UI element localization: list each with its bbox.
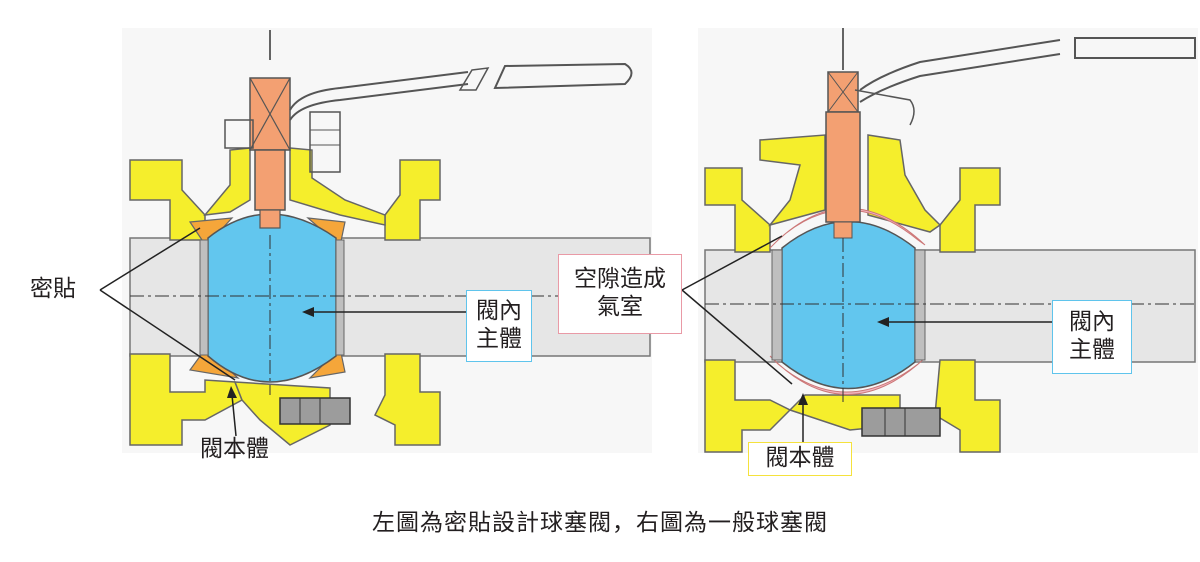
right-ball-seat-ring-right bbox=[914, 249, 926, 361]
right-stem bbox=[825, 111, 861, 223]
gap-label: 空隙造成 氣室 bbox=[558, 254, 682, 334]
left-ball-seat-ring-right bbox=[335, 239, 345, 356]
right-handle bbox=[859, 39, 1061, 91]
right-ball bbox=[781, 220, 916, 390]
left-body-label: 閥本體 bbox=[200, 436, 269, 462]
left-body-pointer bbox=[231, 394, 237, 437]
left-body-upper-right bbox=[289, 147, 386, 226]
right-body-upper-left bbox=[759, 134, 826, 227]
right-flange-upper-right bbox=[939, 167, 1001, 253]
right-stem-tip bbox=[833, 221, 853, 239]
seal-label: 密貼 bbox=[30, 276, 76, 302]
right-inner-body-label: 閥內 主體 bbox=[1052, 300, 1132, 374]
left-handle bbox=[289, 71, 469, 111]
left-flange-lower-right bbox=[373, 353, 441, 446]
right-handle-end bbox=[1074, 37, 1196, 59]
left-gland-bolt bbox=[309, 111, 341, 173]
right-valve bbox=[698, 28, 1198, 453]
left-ball-seat-ring bbox=[199, 239, 209, 356]
right-flange-upper-left bbox=[704, 167, 771, 253]
right-flange-lower-left bbox=[704, 359, 792, 453]
left-ball bbox=[207, 213, 337, 383]
right-ball-seat-ring bbox=[771, 249, 783, 361]
gap-pointer-lower bbox=[681, 289, 793, 385]
left-flange-upper-right bbox=[384, 159, 441, 241]
left-stem bbox=[254, 149, 286, 211]
right-body-label: 閥本體 bbox=[748, 442, 852, 476]
right-body-upper-right bbox=[867, 134, 942, 233]
left-valve bbox=[122, 28, 652, 453]
gap-pointer-upper bbox=[681, 235, 783, 291]
right-drain-bolt bbox=[861, 407, 941, 437]
right-gap-upper bbox=[769, 207, 926, 249]
left-inner-body-label: 閥內 主體 bbox=[466, 290, 532, 362]
left-drain-bolt bbox=[279, 397, 351, 425]
seal-pointer-lower bbox=[99, 289, 236, 381]
figure-caption: 左圖為密貼設計球塞閥，右圖為一般球塞閥 bbox=[372, 510, 828, 536]
seal-pointer-upper bbox=[99, 227, 201, 291]
left-stem-tip bbox=[259, 209, 281, 229]
left-gland bbox=[224, 119, 254, 149]
right-flange-lower-right bbox=[934, 359, 1001, 453]
left-handle-end bbox=[493, 62, 633, 90]
